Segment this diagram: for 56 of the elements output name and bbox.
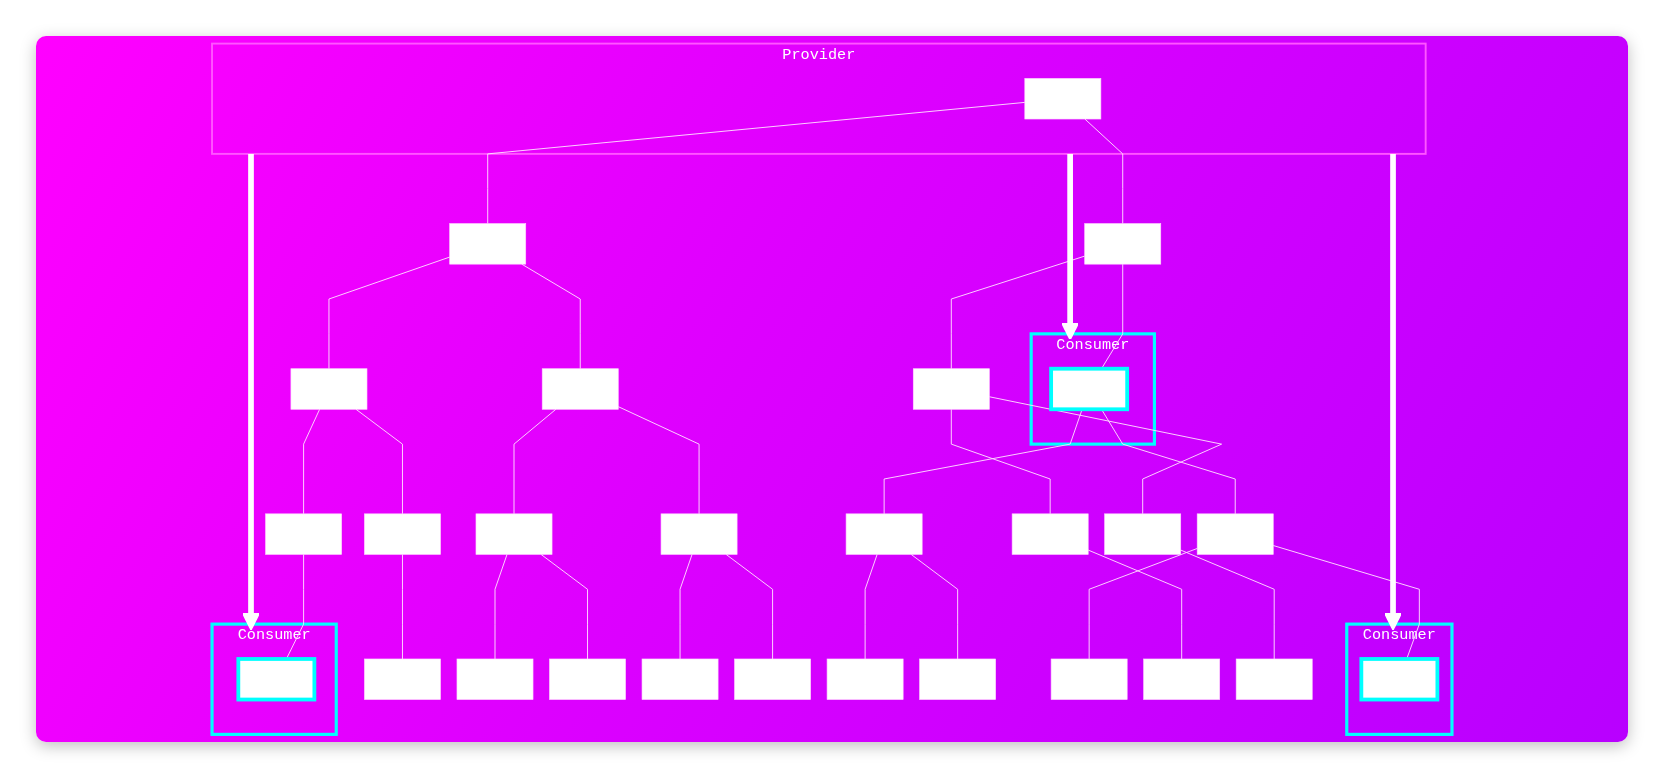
node-box (456, 658, 534, 700)
connector (1084, 118, 1124, 225)
cluster: Consumer (1029, 332, 1156, 446)
node-box (734, 658, 811, 700)
connector (950, 255, 1086, 370)
connector (1088, 548, 1198, 660)
node-box (364, 513, 441, 555)
node-box (290, 368, 368, 410)
node-box (364, 658, 441, 700)
connector (988, 396, 1223, 515)
node-box (1050, 658, 1128, 700)
connector (864, 553, 878, 660)
node-box (1143, 658, 1220, 700)
node-box (549, 658, 626, 700)
connector (513, 408, 557, 515)
connector (521, 263, 581, 370)
connector (617, 406, 700, 515)
connector (1180, 549, 1275, 660)
connector (328, 256, 451, 370)
node-box (541, 368, 619, 410)
arrow (242, 153, 260, 631)
node-box (449, 223, 527, 265)
node-box (1196, 513, 1274, 555)
connector (402, 553, 403, 660)
node-box (1104, 513, 1182, 555)
node-box (641, 658, 719, 700)
node-box (1049, 366, 1130, 412)
node-box (660, 513, 738, 555)
node-box (845, 513, 923, 555)
node-box (1359, 657, 1440, 702)
connector (883, 408, 1083, 515)
connector (725, 553, 774, 660)
connector (303, 408, 321, 515)
node-box (1235, 658, 1313, 700)
cluster: Provider (211, 42, 1427, 155)
connector (494, 553, 508, 660)
cluster: Consumer (1345, 622, 1454, 736)
connector (487, 101, 1026, 225)
node-box (919, 658, 996, 700)
arrow (1384, 153, 1402, 631)
cluster: Consumer (210, 622, 338, 736)
node-box (1011, 513, 1089, 555)
node-box (475, 513, 553, 555)
node-box (826, 658, 904, 700)
node-box (1024, 78, 1102, 120)
connector (950, 408, 1051, 515)
node-box (1084, 223, 1162, 265)
connector (355, 408, 403, 515)
connector (910, 553, 959, 660)
arrow (1061, 153, 1080, 341)
node-box (912, 368, 990, 410)
connector (679, 553, 693, 660)
node-box (265, 513, 342, 555)
node-box (236, 657, 317, 702)
connector (1087, 549, 1183, 660)
connector (540, 553, 588, 660)
